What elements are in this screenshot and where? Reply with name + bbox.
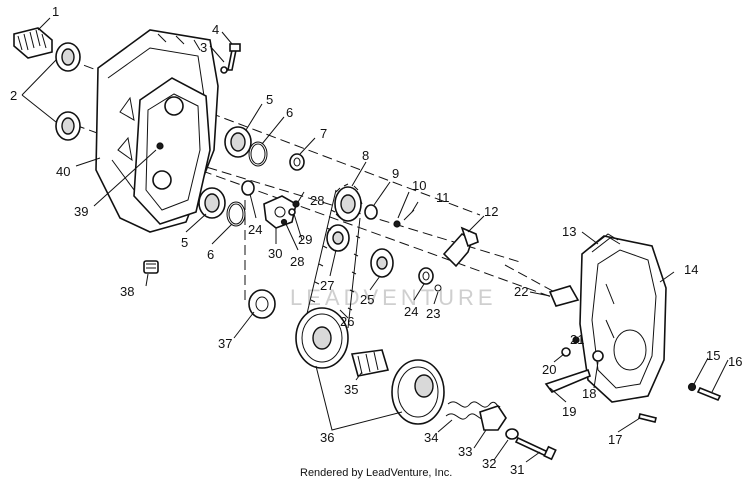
callout-40: 40 <box>56 164 70 179</box>
o-ring-lower <box>226 201 246 227</box>
callout-10: 10 <box>412 178 426 193</box>
spacer-washer <box>248 289 276 319</box>
callout-22: 22 <box>514 284 528 299</box>
callout-13: 13 <box>562 224 576 239</box>
callout-19: 19 <box>562 404 576 419</box>
callout-1: 1 <box>52 4 59 19</box>
callout-34: 34 <box>424 430 438 445</box>
retaining-clip-lower <box>280 218 288 226</box>
oil-seal-upper <box>55 42 81 72</box>
callout-7: 7 <box>320 126 327 141</box>
callout-12: 12 <box>484 204 498 219</box>
callout-24-left: 24 <box>248 222 262 237</box>
bearing-lower <box>198 187 226 219</box>
washer-right <box>418 267 434 285</box>
output-spur-gear <box>391 359 445 425</box>
callout-29: 29 <box>298 232 312 247</box>
retaining-clip-upper <box>292 200 300 208</box>
bearing-upper <box>224 126 252 158</box>
callout-8: 8 <box>362 148 369 163</box>
cover-bolt-lower <box>638 413 657 423</box>
callout-15: 15 <box>706 348 720 363</box>
drive-chain <box>305 189 361 329</box>
oil-seal-lower <box>55 111 81 141</box>
shaft-washer <box>505 428 519 440</box>
bolt-washer <box>220 66 228 74</box>
callout-28-upper: 28 <box>310 193 324 208</box>
callout-6-lower: 6 <box>207 247 214 262</box>
callout-3: 3 <box>200 40 207 55</box>
callout-35: 35 <box>344 382 358 397</box>
housing-bolt <box>227 43 241 71</box>
callout-23: 23 <box>426 306 440 321</box>
callout-18: 18 <box>582 386 596 401</box>
callout-5-lower: 5 <box>181 235 188 250</box>
gear-housing <box>95 29 219 233</box>
cover-washer <box>687 382 697 392</box>
thrust-washer <box>289 153 305 171</box>
callout-21: 21 <box>570 332 584 347</box>
callout-24-right: 24 <box>404 304 418 319</box>
callout-33: 33 <box>458 444 472 459</box>
cover-bushing <box>548 285 580 307</box>
splined-coupler <box>350 349 390 377</box>
callout-20: 20 <box>542 362 556 377</box>
upper-sprocket <box>334 183 363 222</box>
lower-chain-sprocket <box>295 307 349 369</box>
callout-31: 31 <box>510 462 524 477</box>
callout-25: 25 <box>360 292 374 307</box>
callout-30: 30 <box>268 246 282 261</box>
credit-line: Rendered by LeadVenture, Inc. <box>300 467 452 479</box>
roll-pin <box>393 220 401 228</box>
shift-pin <box>288 208 296 216</box>
callout-28-lower: 28 <box>290 254 304 269</box>
callout-36: 36 <box>320 430 334 445</box>
shift-arm <box>544 368 591 393</box>
shift-fork <box>263 195 297 229</box>
callout-6-upper: 6 <box>286 105 293 120</box>
gear-washer <box>364 204 378 220</box>
callout-38: 38 <box>120 284 134 299</box>
spring-retainer <box>479 405 507 431</box>
drain-plug <box>143 260 159 274</box>
callout-2: 2 <box>10 88 17 103</box>
dowel-pin <box>156 142 164 150</box>
drive-gear <box>370 248 394 278</box>
callout-16: 16 <box>728 354 742 369</box>
callout-labels: 1 2 3 4 5 5 6 6 7 8 9 10 11 12 13 14 15 … <box>10 4 742 477</box>
watermark: LEADVENTURE <box>290 285 497 310</box>
cover-bolt-right <box>696 386 722 402</box>
shaft-bolt <box>514 436 557 461</box>
callout-11: 11 <box>436 190 450 205</box>
callout-37: 37 <box>218 336 232 351</box>
callout-9: 9 <box>392 166 399 181</box>
cluster-gear <box>326 224 350 252</box>
callout-4: 4 <box>212 22 219 37</box>
cover-gasket <box>589 233 621 253</box>
callout-32: 32 <box>482 456 496 471</box>
washer-left <box>241 180 255 196</box>
side-cover <box>579 235 667 403</box>
lever-clip <box>434 284 442 292</box>
cover-nut <box>592 350 604 362</box>
o-ring-upper <box>248 141 268 167</box>
callout-17: 17 <box>608 432 622 447</box>
callout-39: 39 <box>74 204 88 219</box>
callout-27: 27 <box>320 278 334 293</box>
leader-lines <box>21 17 729 463</box>
callout-5-upper: 5 <box>266 92 273 107</box>
callout-26: 26 <box>340 314 354 329</box>
shift-lever <box>442 226 479 268</box>
input-shaft <box>13 27 53 59</box>
callout-14: 14 <box>684 262 698 277</box>
